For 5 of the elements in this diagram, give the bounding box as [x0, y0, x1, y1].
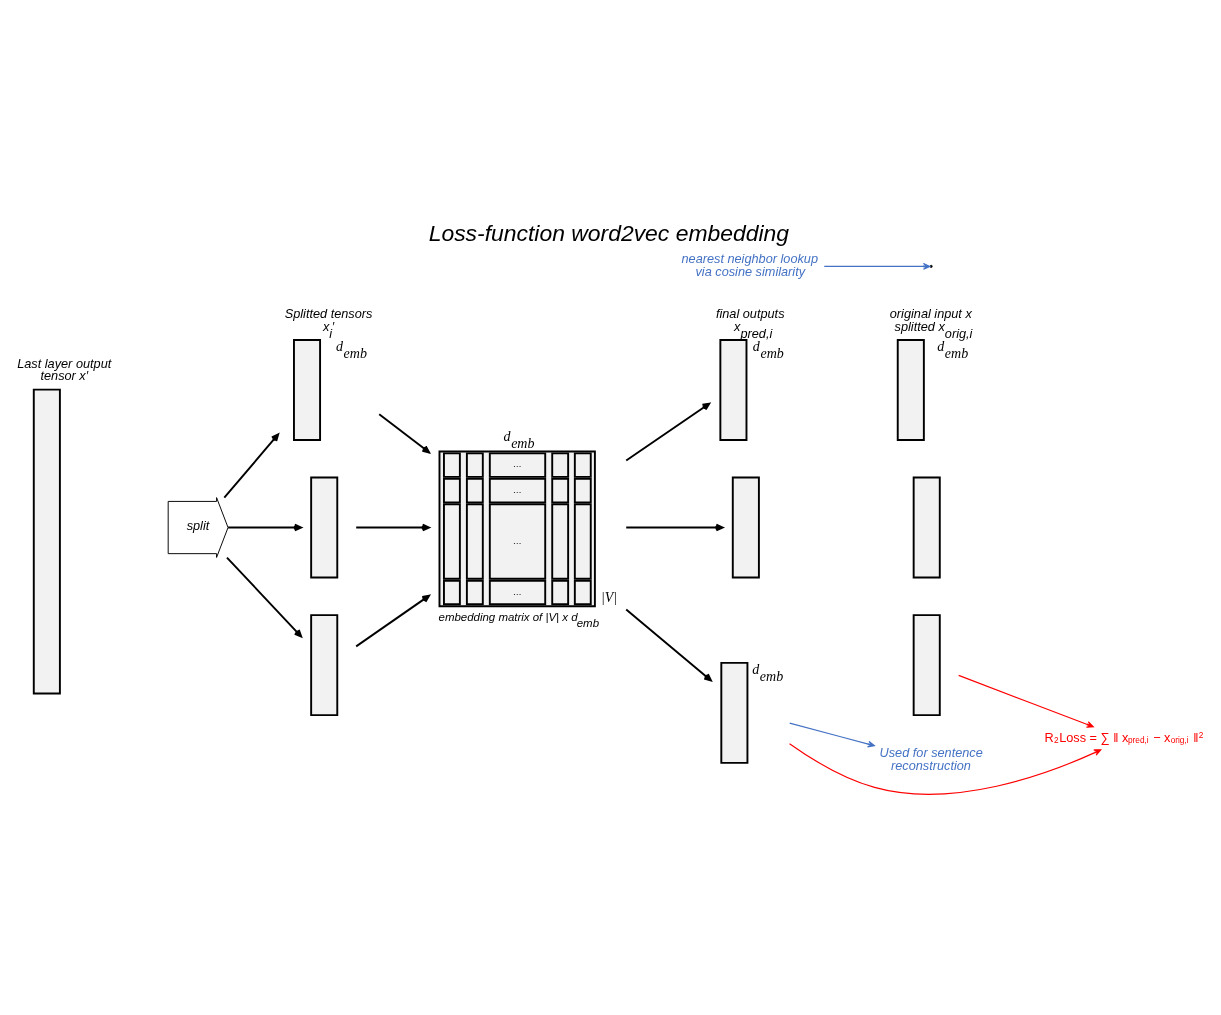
node-label: Last layer output tensor x′ [17, 355, 112, 384]
diagram-title: Loss-function word2vec embedding [428, 219, 790, 246]
node-label: |V| [600, 590, 618, 606]
node-text: nearest neighbor lookup via cosine similarity [681, 251, 818, 279]
node-text: Used for sentence reconstruction [879, 745, 983, 774]
